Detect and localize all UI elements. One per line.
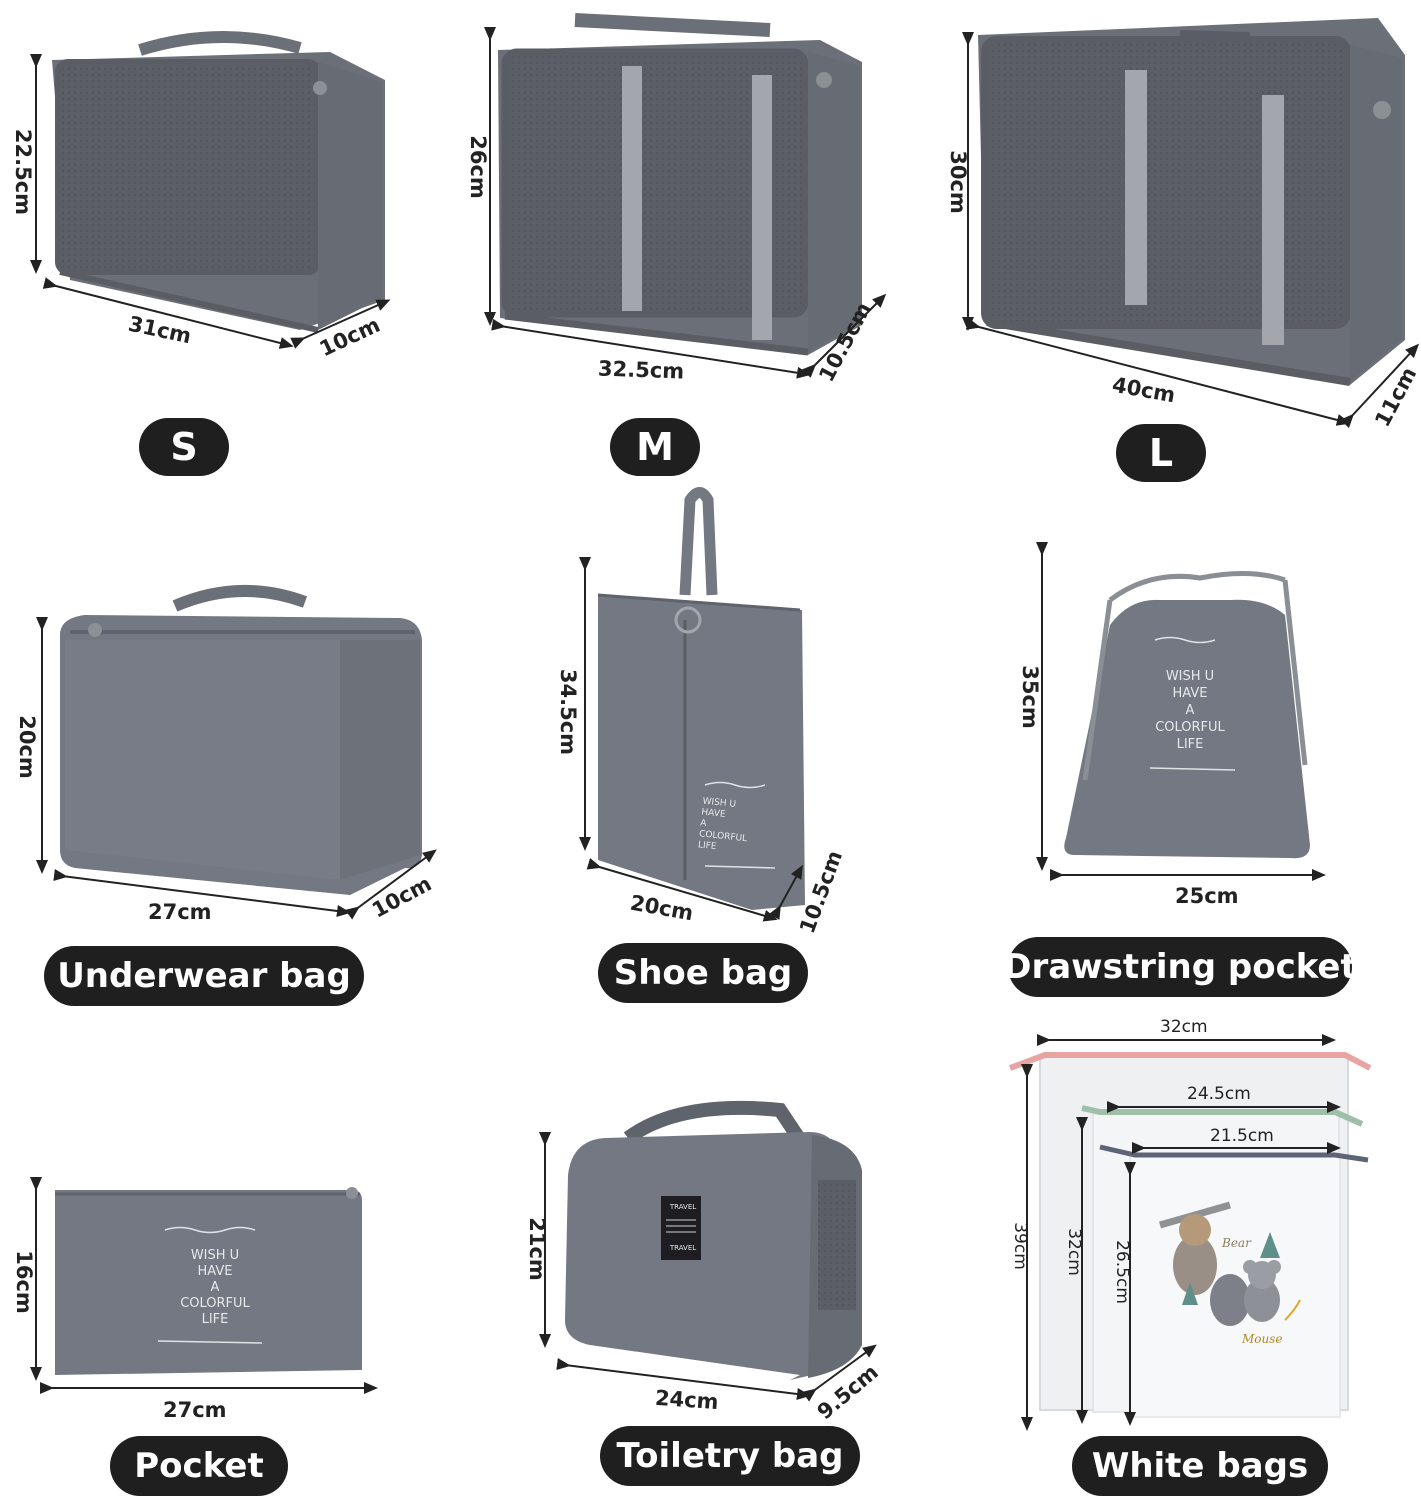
print-line: COLORFUL [1155,720,1225,735]
white-bags-dimension-lines [1021,1034,1341,1431]
print-line: A [1185,703,1195,718]
size-badge-m: M [610,418,700,476]
print-line: HAVE [197,1264,233,1279]
print-line: WISH U [190,1248,240,1263]
dimension-label: 32cm [1063,1228,1084,1276]
label-white-bags: White bags [1072,1436,1328,1496]
dimension-label: 26.5cm [1111,1240,1132,1304]
dimension-label: 35cm [1017,665,1042,729]
cube-m-dimension-lines [484,27,887,379]
drawstring-pocket-dimension-lines [1036,542,1326,881]
toiletry-bag-dimension-lines [539,1132,877,1402]
pocket-print: WISH U HAVE A COLORFUL LIFE [165,1248,265,1328]
toiletry-tag-bottom: TRAVEL [669,1244,697,1252]
dimension-label: 24.5cm [1187,1084,1251,1104]
print-line: LIFE [1176,737,1204,752]
label-drawstring-pocket: Drawstring pocket [1003,937,1357,997]
cube-l-dimension-lines [962,32,1420,428]
dimension-label: 30cm [945,150,970,214]
print-line: WISH U [1165,669,1215,684]
dimension-label: 24cm [654,1385,720,1415]
label-pocket: Pocket [110,1436,288,1496]
dimension-label: 27cm [163,1398,227,1422]
print-line: A [210,1280,220,1295]
label-underwear-bag: Underwear bag [44,946,364,1006]
dimension-label: 22.5cm [11,128,36,216]
shoe-bag-print: WISH U HAVE A COLORFUL LIFE [697,796,772,858]
white-bag-print-bear: Bear [1222,1236,1251,1250]
underwear-bag-dimension-lines [36,617,437,920]
drawstring-pocket-print: WISH U HAVE A COLORFUL LIFE [1150,668,1230,753]
cube-s [52,30,385,333]
dimension-label: 34.5cm [556,668,581,756]
drawstring-pocket [1064,571,1310,859]
dimension-label: 16cm [11,1250,36,1314]
shoe-bag-dimension-lines [579,557,803,922]
pocket-dimension-lines [30,1177,378,1394]
dimension-label: 21cm [524,1217,549,1281]
print-line: COLORFUL [180,1296,250,1311]
print-line: LIFE [201,1312,229,1327]
toiletry-bag [565,1100,862,1380]
dimension-label: 26cm [465,135,490,199]
dimension-label: 25cm [1175,884,1239,908]
label-toiletry-bag: Toiletry bag [600,1426,860,1486]
size-badge-l: L [1116,424,1206,482]
size-badge-s: S [139,418,229,476]
shoe-bag [597,487,805,910]
underwear-bag [60,585,422,895]
white-bag-print-mouse: Mouse [1242,1332,1283,1346]
dimension-label: 21.5cm [1210,1126,1274,1146]
dimension-label: 32cm [1160,1017,1208,1037]
dimension-label: 32.5cm [597,356,685,384]
cube-s-dimension-lines [30,54,391,349]
dimension-label: 39cm [1009,1222,1030,1270]
toiletry-tag-top: TRAVEL [669,1203,697,1211]
flat-pocket [55,1187,362,1375]
dimension-label: 27cm [148,900,212,924]
white-bags [1008,1052,1372,1418]
dimension-label: 20cm [14,715,39,779]
label-shoe-bag: Shoe bag [598,943,808,1003]
cube-l [978,18,1405,386]
print-line: HAVE [1172,686,1208,701]
cube-m [498,13,862,356]
